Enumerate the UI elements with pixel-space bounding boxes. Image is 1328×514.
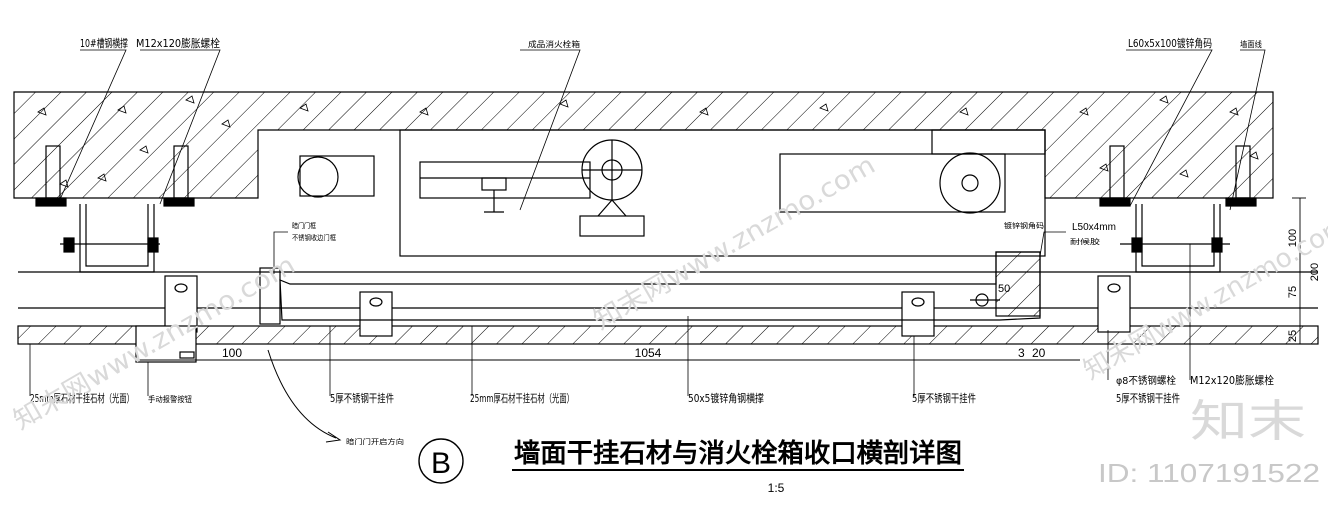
dim-1054: 1054 [635, 346, 662, 360]
label-angle-mid: 50x5镀锌角钢横撑 [688, 391, 764, 405]
dim-3: 3 [1018, 346, 1025, 360]
drawing-scale: 1:5 [768, 481, 785, 495]
label-hinge-far: 5厚不锈钢干挂件 [1116, 391, 1180, 405]
leader-lines [29, 49, 1266, 396]
hydrant-box [297, 129, 1046, 257]
label-stone-left: 25mm厚石材干挂石材（光面） [30, 391, 134, 405]
aggregate-marks [37, 95, 1259, 188]
label-hydrant-box: 成品消火栓箱 [528, 39, 580, 49]
label-top-bolt: M12x120膨胀螺栓 [136, 36, 220, 50]
dimension-lines [136, 197, 1306, 361]
label-wall-mark: 墙面线 [1240, 39, 1262, 49]
drawing-title: 墙面干挂石材与消火栓箱收口横剖详图 [514, 438, 962, 469]
label-sealant: 耐候胶 [1070, 237, 1100, 246]
concrete-wall [13, 91, 1274, 199]
label-rivet: φ8不锈钢螺栓 [1116, 374, 1176, 387]
label-handle: 手动报警按钮 [148, 394, 192, 404]
dim-v200: 200 [1309, 263, 1321, 281]
dim-v100: 100 [1287, 229, 1299, 247]
dim-20: 20 [1032, 346, 1046, 360]
label-angle-r2: L50x4mm [1072, 222, 1116, 233]
dimension-text: 100 1054 3 20 50 100 200 75 25 [222, 229, 1321, 360]
door-swing-arc [267, 349, 337, 439]
label-steel-channel: 10#槽钢横撑 [80, 36, 128, 50]
label-hinge-right: 5厚不锈钢干挂件 [912, 391, 976, 405]
dim-50: 50 [998, 283, 1010, 295]
stone-cladding [17, 251, 1319, 363]
label-angle-top: L60x5x100镀锌角码 [1128, 36, 1212, 50]
dim-100: 100 [222, 346, 242, 360]
dim-v75: 75 [1287, 286, 1299, 298]
dim-v25: 25 [1287, 330, 1299, 342]
label-gap-left2: 不锈钢收边门框 [292, 233, 336, 242]
section-marker-letter: B [431, 447, 451, 480]
label-door-open: 暗门门开启方向 [346, 437, 404, 446]
label-stone-mid: 25mm厚石材干挂石材（光面） [470, 391, 574, 405]
label-gap-left: 暗门门框 [292, 221, 316, 230]
watermark-logo: 知末 [1190, 396, 1306, 447]
label-angle-r1: 镀锌钢角码 [1004, 221, 1044, 230]
watermark-id: ID: 1107191522 [1098, 458, 1320, 488]
label-bolt-right: M12x120膨胀螺栓 [1190, 373, 1274, 387]
annotations: 10#槽钢横撑 M12x120膨胀螺栓 成品消火栓箱 L60x5x100镀锌角码… [30, 36, 1274, 446]
label-hinge-left: 5厚不锈钢干挂件 [330, 391, 394, 405]
section-marker: B [418, 438, 464, 484]
